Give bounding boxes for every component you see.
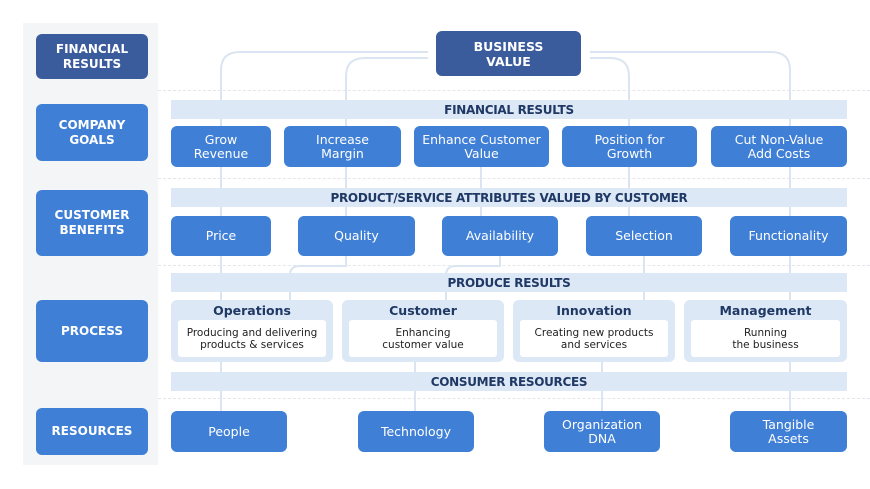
goal-increase-margin: Increase Margin	[284, 126, 401, 167]
bar-financial-results: FINANCIAL RESULTS	[171, 100, 847, 119]
process-title: Customer	[389, 303, 457, 318]
benefit-availability: Availability	[442, 216, 558, 256]
process-desc: Running the business	[691, 320, 840, 357]
divider	[158, 398, 870, 399]
divider	[158, 265, 870, 266]
resource-tangible-assets: Tangible Assets	[730, 411, 847, 452]
goal-position-for-growth: Position for Growth	[562, 126, 697, 167]
label-company-goals: COMPANY GOALS	[36, 104, 148, 161]
process-title: Operations	[213, 303, 291, 318]
benefit-selection: Selection	[586, 216, 702, 256]
bar-consumer-resources: CONSUMER RESOURCES	[171, 372, 847, 391]
resource-people: People	[171, 411, 287, 452]
divider	[158, 90, 870, 91]
label-process: PROCESS	[36, 300, 148, 362]
goal-cut-costs: Cut Non-Value Add Costs	[711, 126, 847, 167]
label-resources: RESOURCES	[36, 408, 148, 455]
benefit-price: Price	[171, 216, 271, 256]
bar-produce-results: PRODUCE RESULTS	[171, 273, 847, 292]
goal-grow-revenue: Grow Revenue	[171, 126, 271, 167]
process-desc: Creating new products and services	[520, 320, 668, 357]
resource-organization-dna: Organization DNA	[544, 411, 660, 452]
divider	[158, 178, 870, 179]
goal-enhance-customer-value: Enhance Customer Value	[414, 126, 549, 167]
business-value-box: BUSINESS VALUE	[436, 31, 581, 76]
bar-product-attributes: PRODUCT/SERVICE ATTRIBUTES VALUED BY CUS…	[171, 188, 847, 207]
resource-technology: Technology	[358, 411, 474, 452]
process-desc: Producing and delivering products & serv…	[178, 320, 326, 357]
label-financial-results: FINANCIAL RESULTS	[36, 34, 148, 79]
benefit-functionality: Functionality	[730, 216, 847, 256]
process-title: Management	[719, 303, 812, 318]
process-desc: Enhancing customer value	[349, 320, 497, 357]
benefit-quality: Quality	[298, 216, 415, 256]
process-title: Innovation	[556, 303, 632, 318]
label-customer-benefits: CUSTOMER BENEFITS	[36, 190, 148, 256]
